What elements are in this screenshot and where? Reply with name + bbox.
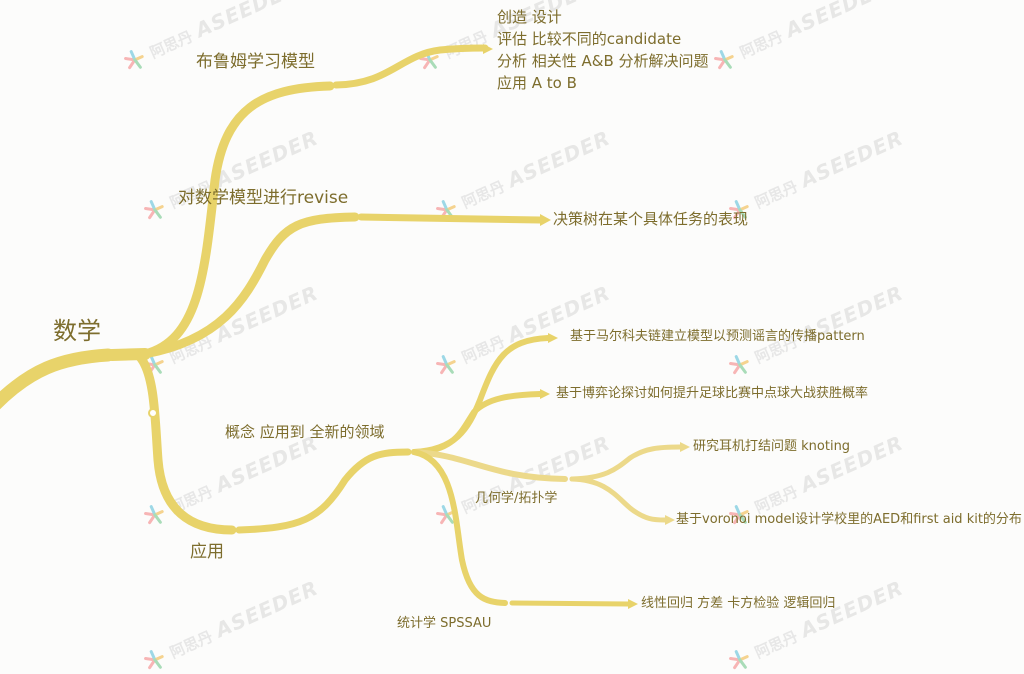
branch-connectors — [0, 44, 690, 609]
bloom-line-analyze: 分析 相关性 A&B 分析解决问题 — [497, 52, 709, 70]
node-revise-model[interactable]: 对数学模型进行revise — [178, 188, 349, 208]
node-voronoi-aed[interactable]: 基于voronoi model设计学校里的AED和first aid kit的分… — [676, 512, 1022, 527]
node-bloom-model[interactable]: 布鲁姆学习模型 — [196, 52, 315, 72]
bloom-line-evaluate: 评估 比较不同的candidate — [497, 30, 682, 48]
node-concept-new-domain[interactable]: 概念 应用到 全新的领域 — [225, 423, 385, 441]
bloom-line-apply: 应用 A to B — [497, 74, 577, 92]
watermark-logo-icon — [729, 650, 749, 670]
node-game-theory-penalty[interactable]: 基于博弈论探讨如何提升足球比赛中点球大战获胜概率 — [556, 386, 869, 401]
node-markov-rumor[interactable]: 基于马尔科夫链建立模型以预测谣言的传播pattern — [570, 329, 865, 344]
bloom-line-create: 创造 设计 — [497, 8, 562, 26]
node-statistics-spssau[interactable]: 统计学 SPSSAU — [397, 616, 492, 631]
node-regression-methods[interactable]: 线性回归 方差 卡方检验 逻辑回归 — [641, 596, 836, 611]
node-geometry-topology[interactable]: 几何学/拓扑学 — [475, 491, 558, 506]
node-earphone-knot[interactable]: 研究耳机打结问题 knoting — [693, 439, 851, 454]
root-node[interactable]: 数学 — [53, 317, 101, 345]
node-decision-tree[interactable]: 决策树在某个具体任务的表现 — [553, 210, 749, 228]
node-application[interactable]: 应用 — [190, 542, 224, 562]
branch-joint-dot — [148, 408, 158, 418]
watermark-logo-icon — [144, 650, 164, 670]
node-bloom-levels[interactable]: 创造 设计 评估 比较不同的candidate 分析 相关性 A&B 分析解决问… — [497, 6, 709, 94]
